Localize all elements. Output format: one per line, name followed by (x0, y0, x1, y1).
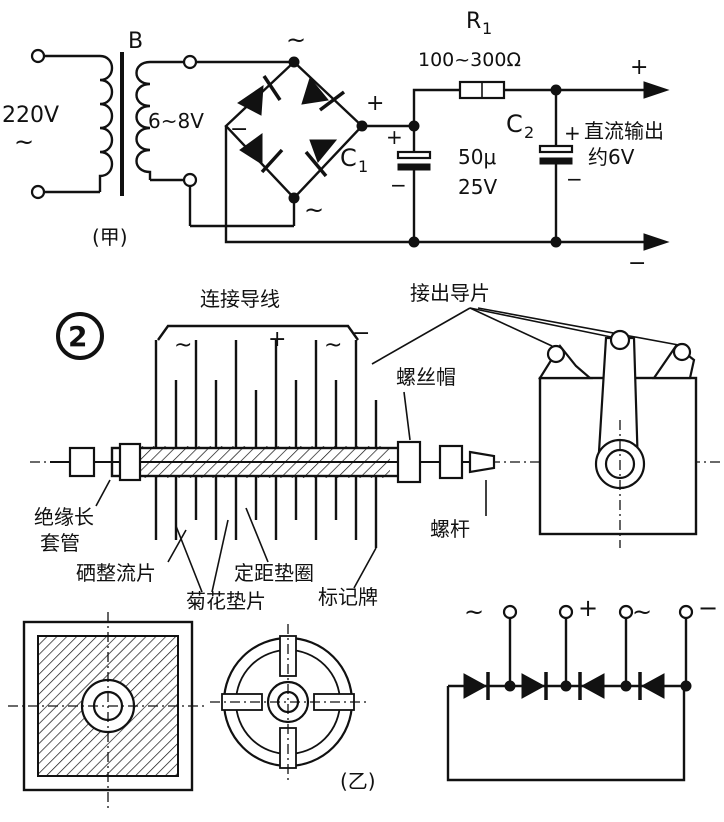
nut-right-inner (396, 440, 422, 484)
diode-string-schematic: ~ + ~ − (446, 594, 718, 782)
label-lead-out-tabs: 接出导片 (410, 281, 490, 305)
input-terminal-bottom (30, 184, 46, 200)
schem-diode-3 (580, 673, 605, 699)
label-insulating-sleeve-1: 绝缘长 (34, 505, 94, 529)
input-ac-symbol: ~ (14, 128, 34, 156)
c1-minus: − (390, 173, 407, 197)
output-label-line1: 直流输出 (584, 119, 664, 143)
secondary-terminal-bottom (182, 172, 198, 188)
c1-label: C (340, 144, 357, 172)
transformer-label: B (128, 29, 143, 54)
c2-plus: + (564, 121, 581, 145)
caption-b: (乙) (340, 769, 376, 793)
nut-right-outer (438, 444, 464, 480)
selenium-plates (154, 340, 378, 548)
transformer-secondary (135, 60, 152, 180)
terminal-sign-4: − (698, 594, 718, 622)
terminal-sign-3: ~ (632, 598, 652, 626)
output-minus-arrow (643, 233, 670, 251)
bridge-diode-1 (237, 75, 282, 116)
schem-diode-1 (463, 673, 488, 699)
r1-label: R (466, 9, 481, 34)
label-screw-rod: 螺杆 (430, 517, 470, 541)
bridge-ac-bottom: ~ (304, 196, 324, 224)
c2-plate-bottom (539, 157, 573, 165)
c1-plate-bottom (397, 163, 431, 171)
rod-end (468, 450, 496, 474)
label-marker-plate: 标记牌 (318, 585, 378, 609)
figure-number: 2 (68, 320, 87, 353)
c1-plate-top (396, 150, 432, 160)
terminal-sign-1: ~ (464, 598, 484, 626)
bridge-minus: − (230, 117, 248, 142)
connecting-wire (157, 324, 359, 341)
c2-plate-top (538, 144, 574, 154)
output-plus: + (630, 55, 648, 80)
transformer-primary (98, 54, 114, 192)
c2-minus: − (566, 167, 583, 191)
c1-plus: + (386, 125, 403, 149)
terminal-sign-2: + (578, 594, 598, 622)
schem-diode-2 (521, 673, 546, 699)
r1-sub: 1 (482, 19, 492, 38)
bridge-plus: + (366, 91, 384, 116)
label-spacer-ring: 定距垫圈 (234, 561, 314, 585)
figure-number-circle (56, 312, 104, 360)
schem-diode-4 (640, 673, 665, 699)
c1-voltage: 25V (458, 175, 497, 199)
top-sign-4: − (352, 321, 370, 346)
c2-label: C (506, 110, 523, 138)
bridge-diode-3 (239, 133, 284, 174)
c2-sub: 2 (524, 123, 534, 142)
label-nut: 螺丝帽 (396, 365, 456, 389)
label-star-washer: 菊花垫片 (186, 589, 266, 613)
output-minus: − (628, 251, 646, 276)
top-sign-2: + (268, 327, 286, 352)
caption-a: (甲) (92, 225, 128, 249)
input-terminal-top (30, 48, 46, 64)
nut-left-outer (68, 446, 96, 478)
bridge-diode-4 (304, 139, 338, 178)
label-selenium-plate: 硒整流片 (76, 561, 156, 585)
top-sign-3: ~ (324, 333, 342, 358)
c1-sub: 1 (358, 157, 368, 176)
input-voltage-label: 220V (2, 103, 59, 128)
top-sign-1: ~ (174, 333, 192, 358)
secondary-terminal-top (182, 54, 198, 70)
rectifier-assembly: 2 连接导线 接出导片 螺丝帽 绝缘长 套管 螺杆 硒整流片 定距垫圈 菊花垫片… (8, 281, 720, 812)
nut-left-inner (118, 442, 142, 482)
label-connecting-wire: 连接导线 (200, 287, 280, 311)
c1-value: 50μ (458, 145, 496, 169)
bridge-ac-top: ~ (286, 26, 306, 54)
r1-value: 100~300Ω (418, 49, 521, 71)
bridge-diode-2 (301, 76, 346, 112)
output-plus-arrow (643, 81, 670, 99)
label-insulating-sleeve-2: 套管 (40, 531, 80, 555)
star-washer-view (210, 624, 370, 784)
output-label-line2: 约6V (588, 145, 635, 169)
secondary-voltage-label: 6~8V (148, 109, 204, 133)
power-supply-circuit: 220V ~ B 6~8V (2, 9, 670, 276)
